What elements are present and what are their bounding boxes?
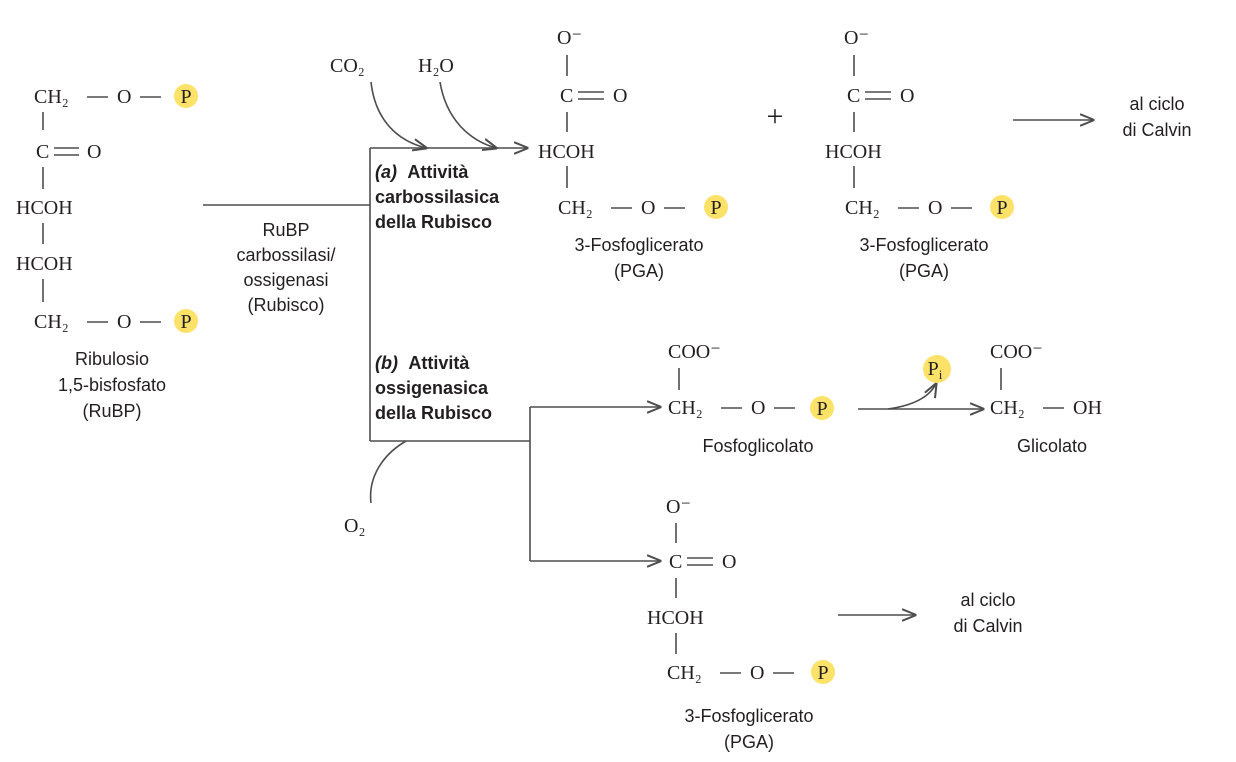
ribulose-name-line1: Ribulosio [75,349,149,369]
phosphate-icon [704,195,728,219]
activity-b-line3: della Rubisco [375,403,492,423]
glycolate-structure: COO⁻ CH₂ OH Glicolato [990,341,1102,456]
pga1-o-minus: O⁻ [557,27,582,49]
activity-b-tag: (b) [375,353,398,373]
phosphate-label: P [180,311,191,333]
pga3-hcoh: HCOH [647,607,704,629]
pga3-abbr: (PGA) [724,732,774,752]
glycolate-ch2: CH₂ [990,397,1025,419]
enzyme-line3: ossigenasi [243,270,328,290]
o2-arrow [369,440,407,504]
h2o-label: H₂O [418,55,454,77]
pga1-abbr: (PGA) [614,261,664,281]
pga3-ch2: CH₂ [667,662,702,684]
activity-a-text1: Attività [407,162,469,182]
ribulose-name-line2: 1,5-bisfosfato [58,375,166,395]
pga-structure-1: O⁻ C O HCOH CH₂ O P 3-Fosfoglicerato (PG… [538,27,728,281]
pga1-hcoh: HCOH [538,141,595,163]
pga3-name: 3-Fosfoglicerato [684,706,813,726]
pga2-ch2: CH₂ [845,197,880,219]
ribulose-structure: CH₂ O P C O HCOH HCOH CH₂ O P Ribulosio … [16,84,198,421]
activity-b-label: (b) Attività ossigenasica della Rubisco [375,353,492,423]
calvin-1-line2: di Calvin [1122,120,1191,140]
pga2-c: C [847,85,860,107]
phosphoglycolate-coo: COO⁻ [668,341,721,363]
pga1-name: 3-Fosfoglicerato [574,235,703,255]
pga1-ch2: CH₂ [558,197,593,219]
phosphate-label: P [996,197,1007,219]
pga3-o-ester: O [750,662,764,684]
co2-label: CO₂ [330,55,365,77]
activity-a-line2: carbossilasica [375,187,500,207]
ribulose-hcoh-1: HCOH [16,197,73,219]
ribulose-keto-o: O [87,141,101,163]
phosphoglycolate-ch2: CH₂ [668,397,703,419]
ribulose-o-bottom: O [117,311,131,333]
phosphate-label: P [817,662,828,684]
phosphate-label: P [710,197,721,219]
glycolate-name: Glicolato [1017,436,1087,456]
ribulose-name-line3: (RuBP) [82,401,141,421]
activity-b-line2: ossigenasica [375,378,489,398]
pga2-hcoh: HCOH [825,141,882,163]
ribulose-o-top: O [117,86,131,108]
phosphoglycolate-structure: COO⁻ CH₂ O P Fosfoglicolato [668,341,834,456]
pga2-o-minus: O⁻ [844,27,869,49]
plus-sign: + [767,100,784,133]
pga3-o-minus: O⁻ [666,496,691,518]
h2o-arrow [439,81,496,148]
activity-b-text1: Attività [408,353,470,373]
phosphate-label: P [180,86,191,108]
pga2-o: O [900,85,914,107]
pi-sub: i [939,367,943,382]
enzyme-label: RuBP carbossilasi/ ossigenasi (Rubisco) [236,220,335,315]
pga2-name: 3-Fosfoglicerato [859,235,988,255]
pi-p: P [928,358,939,380]
pga3-o: O [722,551,736,573]
calvin-2-line2: di Calvin [953,616,1022,636]
pga2-o-ester: O [928,197,942,219]
enzyme-line2: carbossilasi/ [236,245,335,265]
pga-structure-3: O⁻ C O HCOH CH₂ O P 3-Fosfoglicerato (PG… [647,496,835,752]
pga2-abbr: (PGA) [899,261,949,281]
ribulose-ch2-bottom: CH₂ [34,311,69,333]
calvin-1-line1: al ciclo [1129,94,1184,114]
enzyme-line4: (Rubisco) [247,295,324,315]
pga-structure-2: O⁻ C O HCOH CH₂ O P 3-Fosfoglicerato (PG… [825,27,1014,281]
calvin-2-line1: al ciclo [960,590,1015,610]
co2-arrow [370,81,426,148]
activity-b-line1: (b) Attività [375,353,470,373]
phosphate-icon [810,396,834,420]
inorganic-phosphate-icon [923,355,951,383]
pi-label: Pi [928,358,943,382]
phosphoglycolate-o: O [751,397,765,419]
pga1-o: O [613,85,627,107]
ribulose-ch2-top: CH₂ [34,86,69,108]
activity-a-line1: (a) Attività [375,162,469,182]
glycolate-oh: OH [1073,397,1102,419]
pi-release-arrow [887,384,936,410]
o2-label: O₂ [344,515,365,537]
ribulose-c: C [36,141,49,163]
phosphoglycolate-name: Fosfoglicolato [702,436,813,456]
phosphate-icon [174,309,198,333]
pga3-c: C [669,551,682,573]
phosphate-label: P [816,398,827,420]
pga1-o-ester: O [641,197,655,219]
phosphate-icon [811,660,835,684]
phosphate-icon [174,84,198,108]
enzyme-line1: RuBP [262,220,309,240]
glycolate-coo: COO⁻ [990,341,1043,363]
ribulose-hcoh-2: HCOH [16,253,73,275]
activity-a-tag: (a) [375,162,397,182]
phosphate-icon [990,195,1014,219]
activity-a-line3: della Rubisco [375,212,492,232]
activity-a-label: (a) Attività carbossilasica della Rubisc… [375,162,500,232]
pga1-c: C [560,85,573,107]
